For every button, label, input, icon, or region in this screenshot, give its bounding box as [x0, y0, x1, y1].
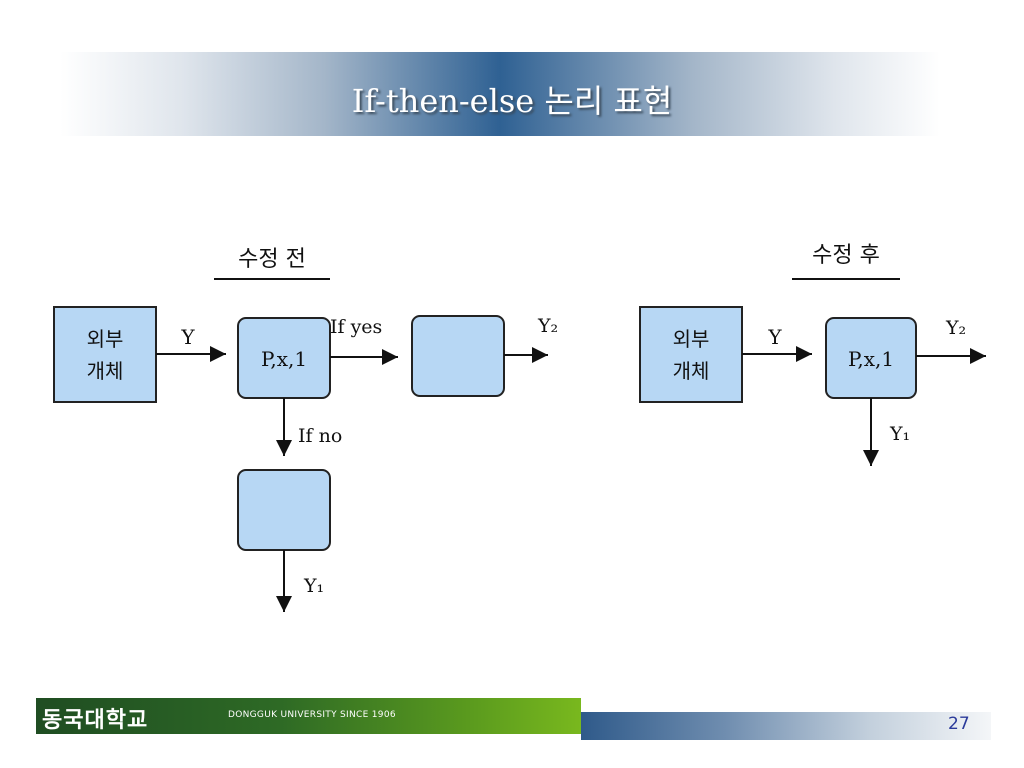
before-external-entity [53, 306, 157, 403]
before-yes-arrowhead [382, 349, 398, 365]
after-entity-line2: 개체 [673, 359, 710, 383]
before-y2-label: Y₂ [537, 315, 558, 337]
before-y2-arrowhead [532, 347, 548, 363]
before-process-label: P,x,1 [261, 347, 307, 371]
after-y2-label: Y₂ [945, 317, 966, 339]
before-input-label: Y [180, 325, 195, 349]
after-heading: 수정 후 [812, 243, 880, 268]
before-y1-arrowhead [276, 596, 292, 612]
after-y1-arrowhead [863, 450, 879, 466]
before-no-label: If no [298, 425, 342, 447]
university-tagline: DONGGUK UNIVERSITY SINCE 1906 [228, 710, 396, 720]
university-logo-bar: 동국대학교 DONGGUK UNIVERSITY SINCE 1906 [36, 698, 581, 734]
after-input-arrowhead [796, 346, 812, 362]
before-entity-line2: 개체 [87, 359, 124, 383]
footer-band [581, 712, 991, 740]
after-y1-label: Y₁ [889, 423, 910, 445]
before-y1-label: Y₁ [303, 575, 324, 597]
after-diagram: 수정 후 외부 개체 Y P,x,1 Y₂ Y₁ [639, 243, 986, 466]
before-entity-line1: 외부 [87, 327, 124, 351]
after-input-label: Y [767, 325, 782, 349]
before-no-arrowhead [276, 440, 292, 456]
before-diagram: 수정 전 외부 개체 Y P,x,1 If yes Y₂ If no Y₁ [53, 247, 558, 612]
before-heading: 수정 전 [238, 247, 306, 272]
university-logo-text: 동국대학교 [42, 708, 149, 733]
before-no-process-box [237, 469, 331, 551]
after-external-entity [639, 306, 743, 403]
before-yes-label: If yes [330, 316, 382, 338]
dfd-diagram: 수정 전 외부 개체 Y P,x,1 If yes Y₂ If no Y₁ 수정… [53, 243, 986, 612]
page-number: 27 [948, 714, 970, 734]
after-y2-arrowhead [970, 348, 986, 364]
before-yes-process-box [411, 315, 505, 397]
after-process-label: P,x,1 [848, 347, 894, 371]
slide-title: If-then-else 논리 표현 [351, 82, 673, 120]
after-entity-line1: 외부 [673, 327, 710, 351]
title-banner [60, 52, 940, 136]
before-input-arrowhead [210, 346, 226, 362]
